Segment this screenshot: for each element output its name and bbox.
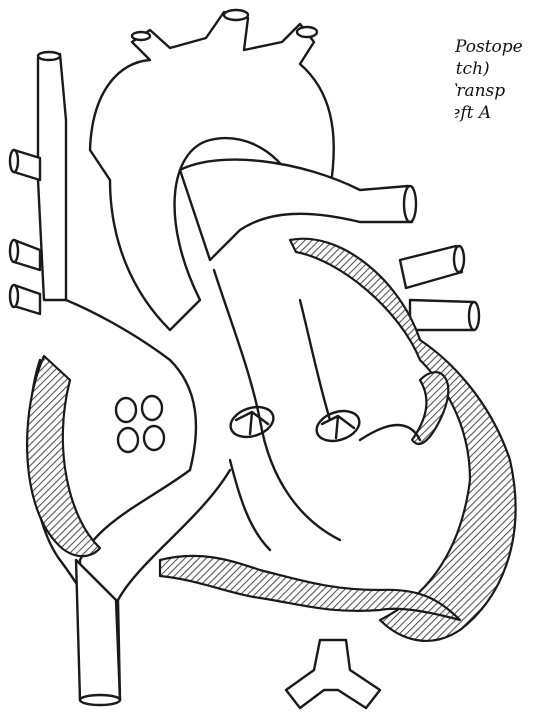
semilunar-valves	[227, 402, 363, 446]
ventricular-floor-wall	[160, 556, 460, 620]
interventricular-septum	[412, 372, 448, 444]
inferior-vena-cava	[76, 560, 120, 705]
atrial-septum-wall	[27, 356, 100, 556]
right-pulmonary-veins	[10, 150, 40, 314]
pulmonary-vein-ostia	[116, 396, 164, 452]
superior-vena-cava	[38, 52, 66, 300]
descending-aorta-stub	[286, 640, 380, 708]
left-pulmonary-veins	[400, 246, 479, 330]
